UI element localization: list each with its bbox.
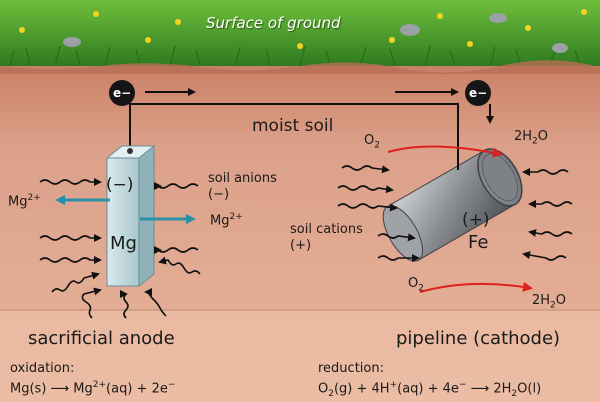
oxidation-equation: Mg(s) ⟶ Mg2+(aq) + 2e−	[10, 380, 176, 397]
soil-cations-charge: (+)	[290, 238, 312, 253]
soil-anions-charge: (−)	[208, 187, 230, 202]
flowers	[19, 9, 587, 49]
soil-cation-arrows	[337, 165, 573, 262]
soil-anion-arrows	[39, 178, 201, 319]
oxidation-heading: oxidation:	[10, 361, 75, 376]
o2-bottom-label: O2	[408, 276, 424, 294]
reduction-equation: O2(g) + 4H+(aq) + 4e− ⟶ 2H2O(l)	[318, 380, 542, 399]
surface-label: Surface of ground	[206, 14, 341, 32]
anode-charge-label: (−)	[106, 175, 134, 195]
anode-metal-label: Mg	[110, 233, 137, 254]
electron-badge-right	[465, 80, 491, 106]
anode-block	[105, 144, 156, 288]
cathode-metal-label: Fe	[468, 232, 489, 253]
lower-soil-band	[0, 310, 600, 402]
connecting-wire	[129, 103, 459, 160]
water-top-label: 2H2O	[514, 129, 549, 147]
rocks	[63, 13, 568, 53]
grass-blades	[9, 45, 581, 67]
o2-top-reaction-arrow	[387, 145, 503, 158]
electron-label-left: e−	[113, 86, 132, 100]
mg-ion-left-label: Mg2+	[8, 193, 41, 210]
cathode-title: pipeline (cathode)	[396, 328, 561, 349]
moist-soil-label: moist soil	[252, 116, 334, 136]
pipeline	[382, 148, 523, 262]
grass-layer	[0, 0, 600, 66]
anode-title: sacrificial anode	[28, 328, 175, 349]
electron-badge-left	[109, 80, 135, 106]
mg-ion-right-label: Mg2+	[210, 212, 243, 229]
soil-edge	[0, 60, 600, 74]
soil-cations-label: soil cations	[290, 222, 363, 237]
o2-bottom-reaction-arrow	[419, 281, 533, 293]
cathode-charge-label: (+)	[462, 210, 490, 230]
reduction-heading: reduction:	[318, 361, 384, 376]
soil-anions-label: soil anions	[208, 171, 277, 186]
electron-label-right: e−	[469, 86, 488, 100]
o2-top-label: O2	[364, 133, 380, 151]
water-bottom-label: 2H2O	[532, 293, 567, 311]
